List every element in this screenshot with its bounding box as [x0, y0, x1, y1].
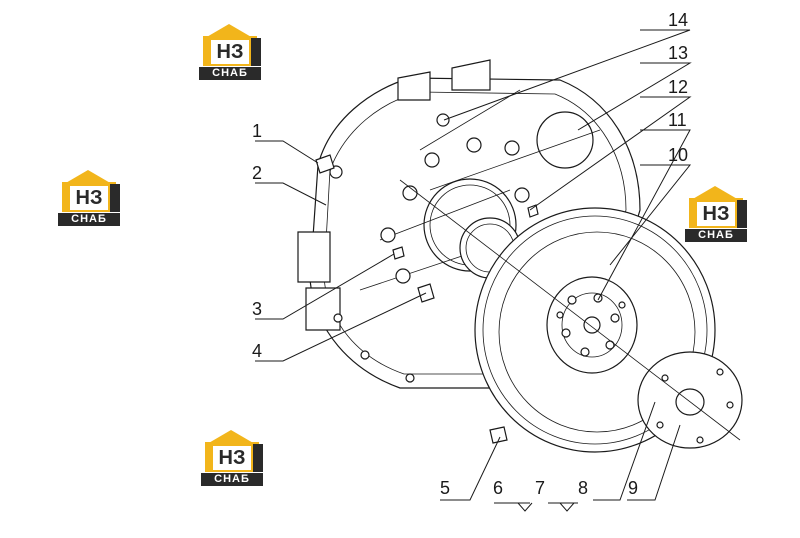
- callout-12: 12: [668, 77, 688, 97]
- logo-mark: НЗ: [211, 40, 249, 64]
- callout-11: 11: [668, 110, 687, 130]
- logo-caption: СНАБ: [199, 67, 261, 80]
- watermark-logo: НЗ СНАБ: [58, 170, 120, 226]
- assembly-axis: [399, 179, 741, 441]
- watermark-logo: НЗ СНАБ: [199, 24, 261, 80]
- callout-2: 2: [252, 163, 262, 183]
- logo-caption: СНАБ: [685, 229, 747, 242]
- callout-7: 7: [535, 478, 545, 498]
- logo-caption: СНАБ: [58, 213, 120, 226]
- callout-3: 3: [252, 299, 262, 319]
- logo-mark: НЗ: [70, 186, 108, 210]
- callout-4: 4: [252, 341, 262, 361]
- callout-14: 14: [668, 10, 688, 30]
- callout-9: 9: [628, 478, 638, 498]
- callout-labels: 1 2 3 4 5 6 7 8 9 10 11 12 13 14: [252, 10, 688, 498]
- logo-mark: НЗ: [697, 202, 735, 226]
- callout-13: 13: [668, 43, 688, 63]
- logo-caption: СНАБ: [201, 473, 263, 486]
- callout-8: 8: [578, 478, 588, 498]
- callout-6: 6: [493, 478, 503, 498]
- callout-1: 1: [252, 121, 262, 141]
- watermark-logo: НЗ СНАБ: [201, 430, 263, 486]
- callout-5: 5: [440, 478, 450, 498]
- leader-lines: [255, 29, 692, 512]
- callout-10: 10: [668, 145, 688, 165]
- logo-mark: НЗ: [213, 446, 251, 470]
- watermark-logo: НЗ СНАБ: [685, 186, 747, 242]
- drive-plate: [637, 351, 743, 449]
